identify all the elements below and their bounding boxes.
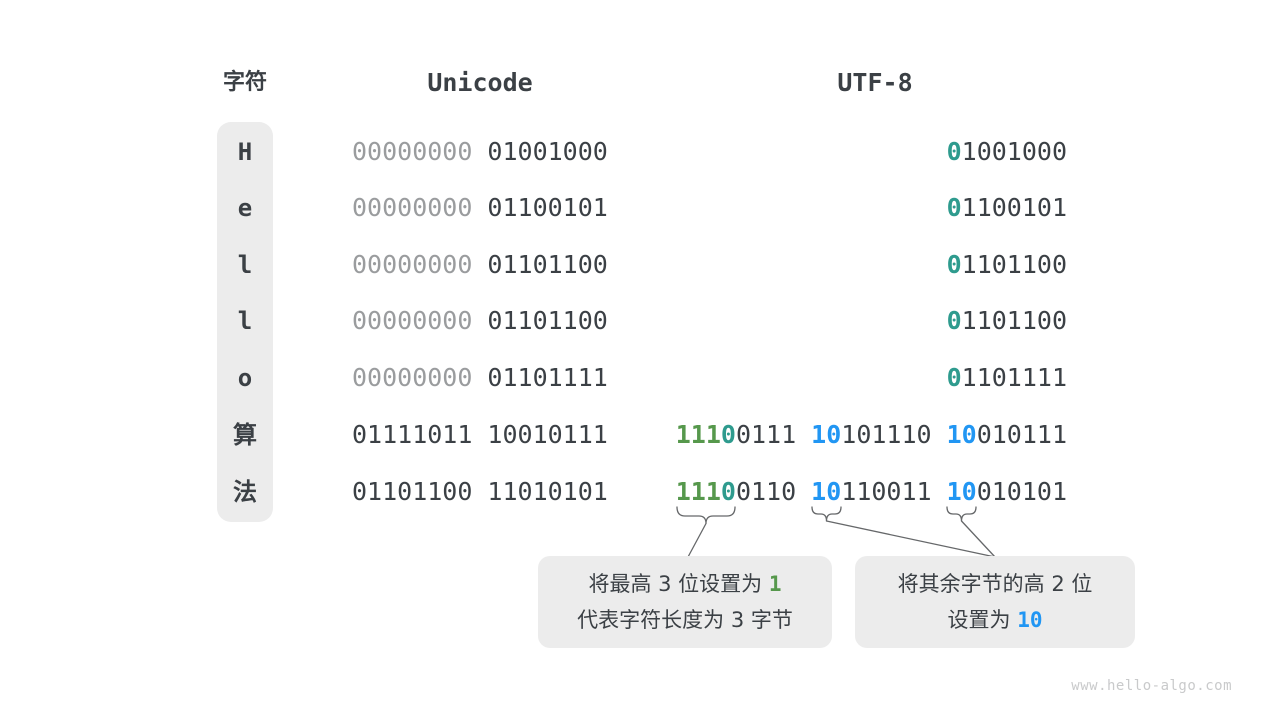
utf8-payload-bits: 110011: [841, 477, 932, 506]
unicode-value: 00000000 01100101: [352, 193, 608, 223]
utf8-value: 01101111: [947, 363, 1067, 393]
green-bit-value: 1: [768, 572, 782, 596]
utf8-payload-bits: 1100101: [961, 193, 1067, 222]
unicode-high-byte: 00000000: [352, 363, 473, 392]
unicode-low-byte: 01101111: [487, 363, 608, 392]
utf8-value: 01101100: [947, 306, 1067, 336]
unicode-high-byte: 01101100: [352, 477, 473, 506]
utf8-value: 01100101: [947, 193, 1067, 223]
unicode-low-byte: 01100101: [487, 193, 608, 222]
callout-text: 设置为: [947, 608, 1018, 632]
unicode-value: 01111011 10010111: [352, 420, 608, 450]
utf8-column-header: UTF-8: [837, 68, 913, 97]
utf8-continuation-bits: 10: [811, 477, 842, 506]
utf8-payload-bits: 1101100: [961, 250, 1067, 279]
unicode-value: 00000000 01101100: [352, 306, 608, 336]
utf8-prefix-bit: 0: [946, 193, 962, 222]
unicode-value: 01101100 11010101: [352, 477, 608, 507]
utf8-prefix-bit: 0: [946, 137, 962, 166]
underbrace-prefix-10-byte2: [811, 506, 842, 522]
callout-line: 代表字符长度为 3 字节: [577, 608, 793, 632]
callout-text: 将最高 3 位设置为: [588, 572, 769, 596]
utf8-terminator-bit: 0: [720, 420, 736, 449]
connector-line-left: [687, 522, 707, 558]
utf8-value: 01101100: [947, 250, 1067, 280]
utf8-payload-bits: 010101: [976, 477, 1067, 506]
underbrace-prefix-1110: [676, 506, 736, 524]
char-cell: l: [237, 307, 253, 335]
utf8-prefix-bit: 0: [946, 363, 962, 392]
utf8-prefix-bit: 0: [946, 306, 962, 335]
callout-continuation-bits: 将其余字节的高 2 位 设置为 10: [855, 556, 1135, 648]
utf8-length-bits: 111: [675, 477, 721, 506]
unicode-value: 00000000 01001000: [352, 137, 608, 167]
unicode-low-byte: 10010111: [487, 420, 608, 449]
utf8-continuation-bits: 10: [946, 420, 977, 449]
unicode-column-header: Unicode: [427, 68, 533, 97]
watermark: www.hello-algo.com: [1071, 678, 1232, 694]
utf8-payload-bits: 101110: [841, 420, 932, 449]
utf8-payload-bits: 0110: [735, 477, 797, 506]
utf8-continuation-bits: 10: [946, 477, 977, 506]
utf8-payload-bits: 1101100: [961, 306, 1067, 335]
utf8-value: 01001000: [947, 137, 1067, 167]
callout-high-bits: 将最高 3 位设置为 1 代表字符长度为 3 字节: [538, 556, 832, 648]
utf8-length-bits: 111: [675, 420, 721, 449]
utf8-payload-bits: 010111: [976, 420, 1067, 449]
unicode-high-byte: 00000000: [352, 193, 473, 222]
utf8-payload-bits: 0111: [735, 420, 797, 449]
utf8-prefix-bit: 0: [946, 250, 962, 279]
unicode-low-byte: 01101100: [487, 306, 608, 335]
char-cell: l: [237, 251, 253, 279]
unicode-high-byte: 00000000: [352, 250, 473, 279]
char-cell: 法: [233, 478, 257, 506]
utf8-continuation-bits: 10: [811, 420, 842, 449]
char-cell: o: [237, 364, 253, 392]
connector-line-right-b: [960, 520, 996, 558]
unicode-low-byte: 01001000: [487, 137, 608, 166]
unicode-high-byte: 00000000: [352, 306, 473, 335]
underbrace-prefix-10-byte3: [946, 506, 977, 522]
callout-line: 将最高 3 位设置为 1: [588, 566, 781, 602]
unicode-high-byte: 01111011: [352, 420, 473, 449]
unicode-low-byte: 01101100: [487, 250, 608, 279]
unicode-value: 00000000 01101100: [352, 250, 608, 280]
char-cell: 算: [233, 421, 257, 449]
connector-line-right-a: [825, 520, 996, 558]
utf8-payload-bits: 1001000: [961, 137, 1067, 166]
unicode-low-byte: 11010101: [487, 477, 608, 506]
unicode-high-byte: 00000000: [352, 137, 473, 166]
callout-line: 将其余字节的高 2 位: [897, 572, 1093, 596]
blue-bits-value: 10: [1017, 608, 1043, 632]
char-cell: H: [237, 138, 253, 166]
char-column-header: 字符: [222, 70, 267, 95]
char-column-panel: [217, 122, 273, 522]
char-cell: e: [237, 194, 253, 222]
utf8-terminator-bit: 0: [720, 477, 736, 506]
utf8-payload-bits: 1101111: [961, 363, 1067, 392]
callout-line: 设置为 10: [948, 602, 1043, 638]
unicode-value: 00000000 01101111: [352, 363, 608, 393]
